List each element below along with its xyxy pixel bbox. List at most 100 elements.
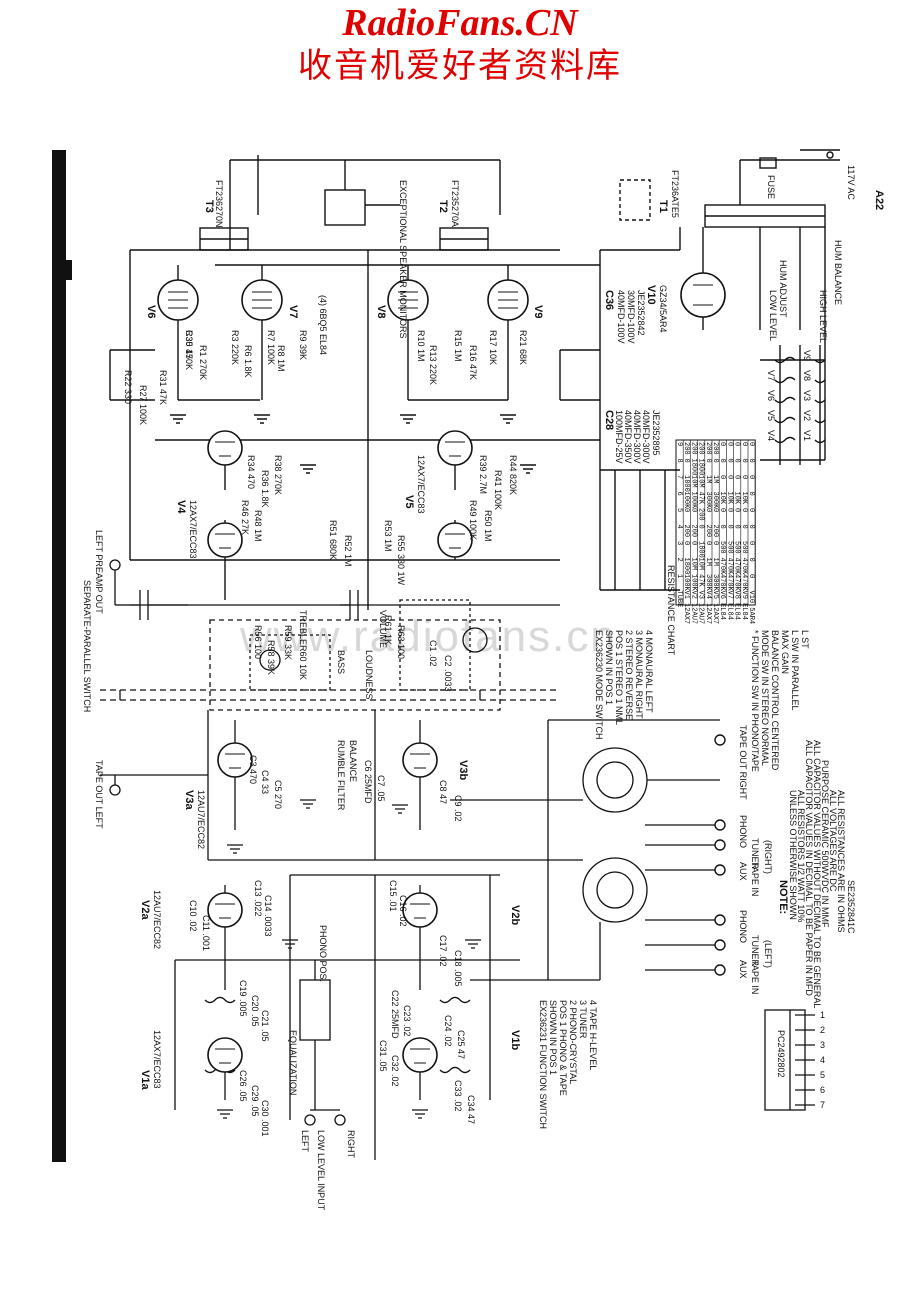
chart-cell: 0	[725, 475, 733, 479]
chart-cell: 0	[747, 475, 755, 479]
chart-cell: 0	[718, 475, 726, 479]
power-supply	[600, 149, 840, 465]
component-label: R63 100	[396, 625, 406, 659]
chart-cell: 1800	[697, 541, 705, 558]
chart-cell: 0	[682, 459, 690, 463]
mode-switch-pos-2: 3 MONAURAL RIGHT	[634, 630, 644, 719]
component-label: R1 270K	[198, 345, 208, 380]
chart-note-2: BALANCE CONTROL CENTERED	[770, 630, 780, 771]
chart-cell: V8 EL84	[733, 591, 741, 620]
component-label: R41 100K	[493, 470, 503, 510]
mode-switch-pos-0: POS 1 STEREO 1 NML	[614, 630, 624, 725]
jack-phono-left[interactable]	[714, 914, 726, 926]
component-label: R58 39K	[266, 640, 276, 675]
function-switch-pos-2: 3 TUNER	[578, 1000, 588, 1039]
chart-cell: 0	[733, 442, 741, 446]
component-label: C30 .001	[260, 1100, 270, 1137]
component-label: R49 100K	[468, 500, 478, 540]
component-label: R16 47K	[468, 345, 478, 380]
component-label: R9 39K	[298, 330, 308, 360]
component-label: C3 470	[248, 755, 258, 784]
label-v1b: V1b	[509, 1030, 521, 1050]
chart-cell: 200	[704, 525, 712, 538]
component-label: C16 .02	[398, 895, 408, 927]
terminal-0: 1	[820, 1010, 825, 1020]
component-label: R21 68K	[518, 330, 528, 365]
heater-label-0: V1	[802, 430, 812, 441]
chart-cell: 0	[704, 508, 712, 512]
tube-v2a	[207, 892, 243, 928]
component-label: C32 .02	[390, 1055, 400, 1087]
chart-header-cell: 3	[675, 541, 683, 545]
jack-tuner-right[interactable]	[714, 839, 726, 851]
terminal-4: 5	[820, 1070, 825, 1080]
component-label: R27 100K	[138, 385, 148, 425]
chart-cell: 0	[733, 525, 741, 529]
heater-label-5: V6	[766, 390, 776, 401]
chart-cell: 0	[725, 459, 733, 463]
chart-cell: V5 12AX7	[711, 591, 719, 625]
label-c28: C28	[603, 410, 615, 430]
tube-v3a	[217, 742, 253, 778]
resistance-chart-title: RESISTANCE CHART	[666, 565, 676, 656]
jack-tape-in-left[interactable]	[714, 964, 726, 976]
chart-cell: 470K	[725, 558, 733, 576]
notes-line-1: ALL RESISTORS 1/2 WATT 10%	[796, 790, 806, 922]
chart-cell: 0	[733, 459, 741, 463]
jack-phono-right[interactable]	[714, 819, 726, 831]
component-label: C10 .02	[188, 900, 198, 932]
label-rumble-filter: RUMBLE FILTER	[336, 740, 346, 811]
heater-label-8: V9	[802, 350, 812, 361]
chart-cell: 100K	[689, 574, 697, 592]
mode-switch-legend: EX236230 MODE SWITCH SHOWN IN POS 1 POS …	[594, 630, 654, 740]
chart-cell: V10 5AR4	[747, 591, 755, 625]
chart-cell: 10M	[689, 558, 697, 571]
jack-tape-out-right[interactable]	[714, 734, 726, 746]
component-label: C34 47	[466, 1095, 476, 1124]
chart-cell: 0	[747, 525, 755, 529]
component-label: C17 .02	[438, 935, 448, 967]
label-v10-type: GZ34/5AR4	[658, 285, 668, 333]
heater-label-4: V5	[766, 410, 776, 421]
function-switch-pos-0: POS 1 PHONO & TAPE	[558, 1000, 568, 1096]
label-part-a: JE2352842	[636, 290, 646, 336]
chart-note-4: L SW IN PARALLEL	[790, 630, 800, 711]
jack-tuner-left[interactable]	[714, 939, 726, 951]
site-subtitle: 收音机爱好者资料库	[298, 46, 622, 86]
label-loudness: LOUDNESS	[364, 650, 374, 700]
chart-cell: 0	[711, 541, 719, 545]
input-selector	[470, 747, 720, 981]
function-switch-pos-1: 2 PHONO-CRYSTAL	[568, 1000, 578, 1084]
chart-cell: 470K	[740, 574, 748, 592]
chart-cell: 0	[682, 508, 690, 512]
component-label: R22 330	[123, 370, 133, 404]
tube-v10	[680, 272, 726, 318]
chart-cell: V9 EL84	[740, 591, 748, 620]
chart-cell: 0	[747, 508, 755, 512]
function-switch-title: EX236231 FUNCTION SWITCH	[538, 1000, 548, 1129]
label-high-level: HIGH LEVEL	[818, 290, 828, 343]
jack-tape-in-right[interactable]	[714, 864, 726, 876]
label-c36-value-1: 30MFD-100V	[626, 290, 636, 344]
label-v4: V4	[175, 500, 187, 514]
chart-cell: 1800	[682, 475, 690, 492]
chart-cell: 100K	[682, 492, 690, 510]
chart-note-1: MODE SW IN STEREO NORMAL	[760, 630, 770, 766]
chart-cell: 200	[689, 525, 697, 538]
component-label: R39 2.7M	[478, 455, 488, 494]
label-v3a: V3a	[183, 790, 195, 810]
component-label: C4 33	[260, 770, 270, 794]
chart-note-5: L ST	[800, 630, 810, 649]
label-v9: V9	[532, 305, 544, 318]
mode-switch-pos-1: 2 STEREO REVERSE	[624, 630, 634, 720]
label-v3a-type: 12AU7/ECC82	[196, 790, 206, 849]
chart-cell: 300K	[704, 574, 712, 592]
component-label: C24 .02	[443, 1015, 453, 1047]
component-label: R56 100	[253, 625, 263, 659]
chart-cell: 200	[711, 442, 719, 455]
chart-header-cell: 9	[675, 442, 683, 446]
component-label: C13 .022	[253, 880, 263, 917]
notes-line-4: PURPOSE CERAMIC 500WVDC IN MMF	[820, 760, 830, 928]
